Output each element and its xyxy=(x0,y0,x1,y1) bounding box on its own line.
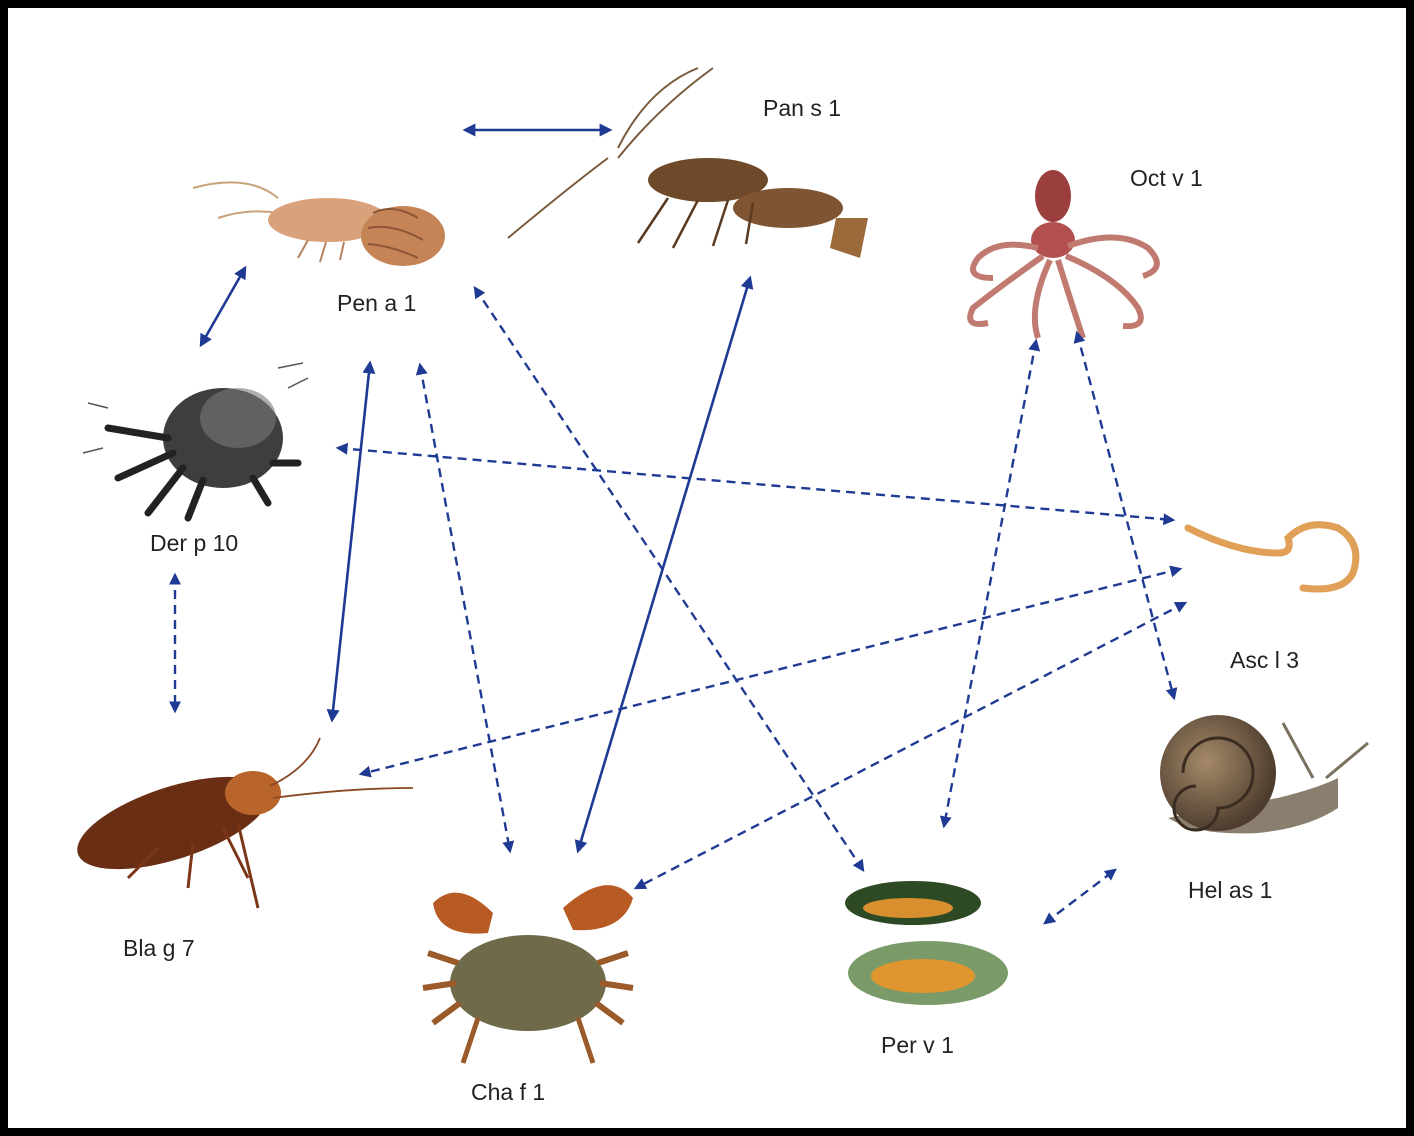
label-pan-s-1: Pan s 1 xyxy=(763,95,841,121)
octopus-icon xyxy=(970,170,1157,338)
arrow-oct-v-1-hel-as-1 xyxy=(1077,333,1174,698)
arrow-der-p-10-asc-l-3 xyxy=(338,448,1173,520)
roundworm-icon xyxy=(1188,525,1356,589)
label-bla-g-7: Bla g 7 xyxy=(123,935,195,961)
label-oct-v-1: Oct v 1 xyxy=(1130,165,1203,191)
mussel-icon xyxy=(845,881,1008,1005)
dust-mite-icon xyxy=(83,363,308,518)
crab-icon xyxy=(423,885,633,1063)
label-hel-as-1: Hel as 1 xyxy=(1188,877,1272,903)
cockroach-icon xyxy=(67,738,413,908)
label-pen-a-1: Pen a 1 xyxy=(337,290,416,316)
label-cha-f-1: Cha f 1 xyxy=(471,1079,545,1105)
arrow-pen-a-1-per-v-1 xyxy=(475,288,863,870)
arrow-per-v-1-hel-as-1 xyxy=(1045,870,1115,923)
snail-icon xyxy=(1160,715,1368,833)
arrow-pen-a-1-cha-f-1 xyxy=(420,365,510,851)
label-per-v-1: Per v 1 xyxy=(881,1032,954,1058)
arrow-pen-a-1-der-p-10 xyxy=(201,268,245,345)
arrow-oct-v-1-per-v-1 xyxy=(944,341,1036,826)
arrow-pen-a-1-bla-g-7 xyxy=(332,363,370,720)
label-der-p-10: Der p 10 xyxy=(150,530,238,556)
allergen-cross-reactivity-diagram: Pen a 1 Pan s 1 Oct v 1 Der p 10 Asc l 3… xyxy=(8,8,1406,1128)
shrimp-icon xyxy=(193,182,445,266)
label-asc-l-3: Asc l 3 xyxy=(1230,647,1299,673)
arrow-asc-l-3-bla-g-7 xyxy=(361,569,1180,774)
arrow-asc-l-3-cha-f-1 xyxy=(636,603,1185,888)
diagram-canvas: Pen a 1 Pan s 1 Oct v 1 Der p 10 Asc l 3… xyxy=(8,8,1406,1128)
arrow-pan-s-1-cha-f-1 xyxy=(578,278,750,851)
